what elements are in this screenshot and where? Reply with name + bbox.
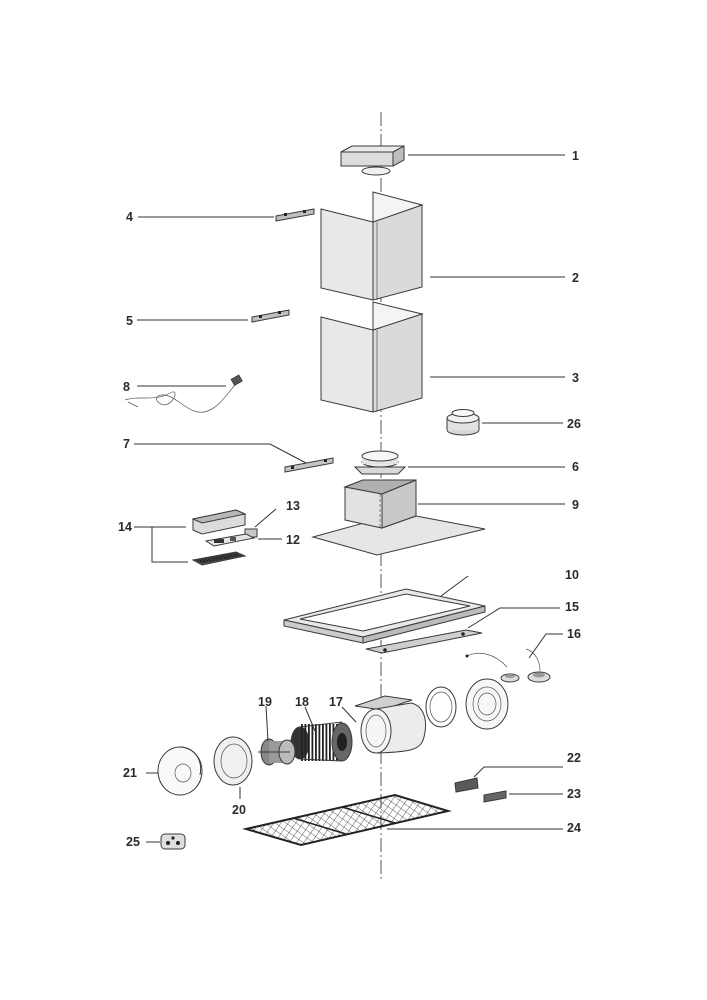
part-21-cover-plate: [146, 746, 203, 796]
part-label-21: 21: [123, 766, 137, 780]
part-label-8: 8: [123, 380, 130, 394]
part-14-control-housing: [134, 509, 247, 566]
part-label-23: 23: [567, 787, 581, 801]
part-18-blower-wheel: [290, 706, 353, 762]
part-label-17: 17: [329, 695, 343, 709]
part-label-22: 22: [567, 751, 581, 765]
part-label-7: 7: [123, 437, 130, 451]
part-15-light-strip: [365, 607, 560, 654]
part-23-connector: [483, 790, 563, 803]
part-16-lamps: [465, 633, 563, 683]
part-4-bracket: [138, 208, 315, 222]
part-9-hood-body: [311, 479, 565, 556]
part-label-19: 19: [258, 695, 272, 709]
part-26-duct-reducer: [446, 409, 563, 436]
part-label-4: 4: [126, 210, 133, 224]
part-label-1: 1: [572, 149, 579, 163]
part-label-16: 16: [567, 627, 581, 641]
part-12-control-board: [204, 533, 282, 547]
part-1-duct-cap: [340, 145, 565, 176]
part-label-13: 13: [286, 499, 300, 513]
part-label-25: 25: [126, 835, 140, 849]
part-label-3: 3: [572, 371, 579, 385]
part-label-5: 5: [126, 314, 133, 328]
part-10-frame: [283, 575, 486, 644]
part-label-26: 26: [567, 417, 581, 431]
part-25-socket: [146, 833, 186, 850]
part-3-lower-chimney: [320, 301, 565, 413]
part-label-15: 15: [565, 600, 579, 614]
part-24-grease-filters: [242, 793, 563, 847]
part-2-upper-chimney: [320, 191, 565, 301]
part-7-bracket: [134, 443, 334, 473]
part-label-2: 2: [572, 271, 579, 285]
part-13-switch: [244, 508, 277, 538]
part-label-20: 20: [232, 803, 246, 817]
part-19-motor: [258, 705, 296, 766]
part-8-power-cord: [124, 374, 243, 413]
part-22-switch: [454, 766, 563, 793]
part-label-24: 24: [567, 821, 581, 835]
part-label-9: 9: [572, 498, 579, 512]
part-label-10: 10: [565, 568, 579, 582]
part-label-12: 12: [286, 533, 300, 547]
part-label-18: 18: [295, 695, 309, 709]
part-6-outlet-flange: [353, 450, 565, 475]
part-label-14: 14: [118, 520, 132, 534]
part-label-6: 6: [572, 460, 579, 474]
part-17-blower-housing: [341, 678, 509, 754]
part-5-bracket: [137, 309, 290, 323]
part-20-motor-plate: [213, 736, 253, 799]
